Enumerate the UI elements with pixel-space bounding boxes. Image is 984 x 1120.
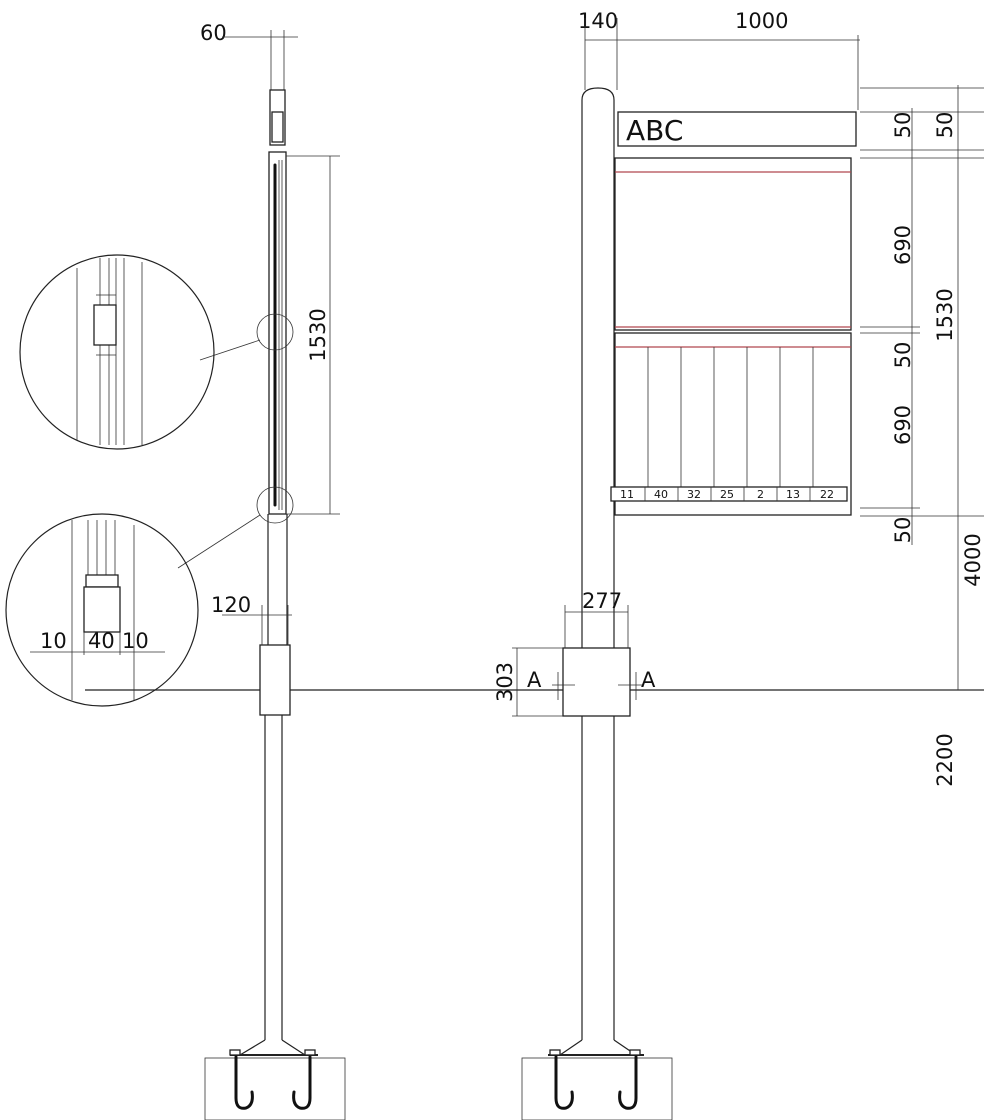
dim-board-total: 1530 <box>933 288 957 341</box>
dim-total-height: 4000 <box>961 533 984 586</box>
dim-pole-width: 120 <box>211 593 251 617</box>
slot-label: 2 <box>757 488 764 501</box>
dim-box-height: 303 <box>493 662 517 702</box>
dim-box-width: 277 <box>582 589 622 613</box>
dim-board-width: 1000 <box>735 9 788 33</box>
front-name-plate <box>617 111 857 147</box>
front-name-plate-text: ABC <box>626 114 683 147</box>
front-junction-box: 277 303 A A <box>493 589 656 717</box>
side-panel-frame <box>268 151 287 515</box>
dim-plate-height: 50 <box>891 112 915 139</box>
slot-label: 22 <box>820 488 834 501</box>
section-marker-left: A <box>527 668 542 692</box>
slot-label: 25 <box>720 488 734 501</box>
front-base <box>521 1039 673 1120</box>
dim-panel-height: 1530 <box>306 308 330 361</box>
front-foundation <box>521 1057 673 1120</box>
side-foundation <box>204 1057 346 1120</box>
dim-bottom-gap: 50 <box>891 517 915 544</box>
dim-plate-offset: 50 <box>933 112 957 139</box>
dim-detail-center: 40 <box>88 629 115 653</box>
dim-ground-clearance: 2200 <box>933 733 957 786</box>
detail-circle-joint <box>19 254 215 450</box>
slot-label: 32 <box>687 488 701 501</box>
side-pole-sleeve <box>259 644 291 716</box>
side-view: 60 1530 120 <box>5 21 346 1120</box>
dim-middle-gap: 50 <box>891 342 915 369</box>
front-upper-panel <box>614 157 852 331</box>
slot-label: 40 <box>654 488 668 501</box>
section-marker-right: A <box>641 668 656 692</box>
dim-detail-left: 10 <box>40 629 67 653</box>
front-view: 140 1000 ABC 11 <box>493 9 984 1120</box>
dim-detail-right: 10 <box>122 629 149 653</box>
slot-label: 11 <box>620 488 634 501</box>
dim-lower-panel: 690 <box>891 405 915 445</box>
slot-label: 13 <box>786 488 800 501</box>
front-lower-panel <box>614 332 852 516</box>
dim-top-width: 60 <box>200 21 227 45</box>
dim-upper-panel: 690 <box>891 225 915 265</box>
detail-circle-base: 10 40 10 <box>5 513 199 707</box>
side-base <box>204 1039 346 1120</box>
slot-number-strip: 11 40 32 25 2 13 22 <box>610 486 848 502</box>
front-pole <box>581 87 615 1040</box>
dim-pole-offset: 140 <box>578 9 618 33</box>
